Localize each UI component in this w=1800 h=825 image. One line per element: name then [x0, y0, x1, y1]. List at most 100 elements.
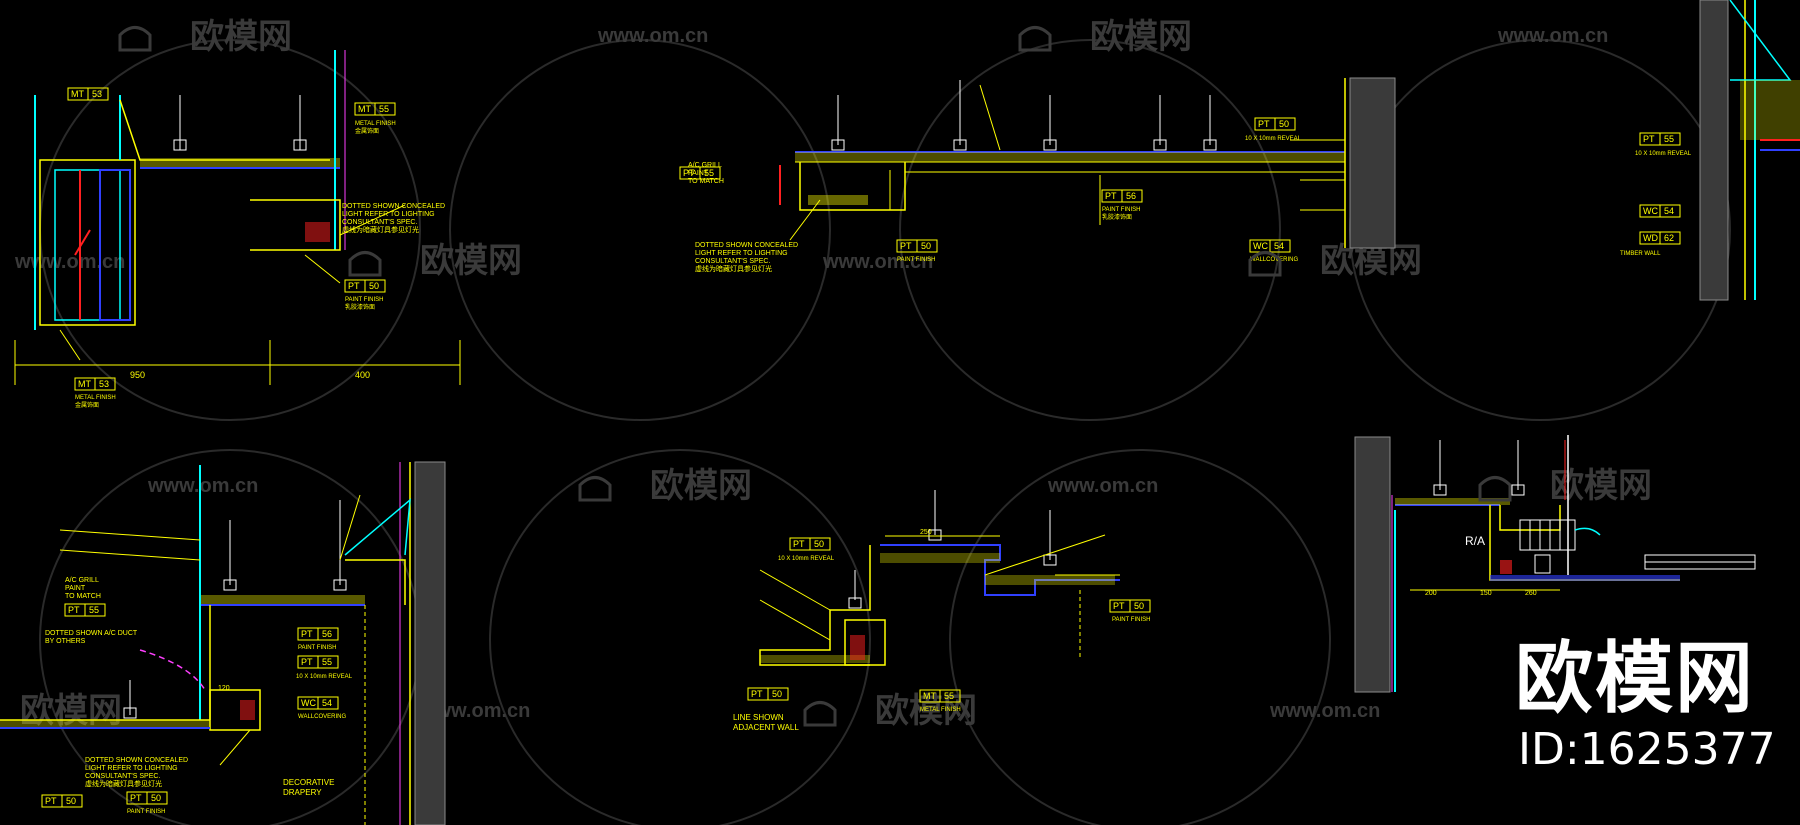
- svg-text:50: 50: [151, 793, 161, 803]
- svg-text:A/C GRILL: A/C GRILL: [65, 577, 99, 584]
- svg-text:PAINT FINISH: PAINT FINISH: [345, 297, 383, 303]
- svg-text:62: 62: [1664, 233, 1674, 243]
- svg-text:TO MATCH: TO MATCH: [65, 593, 101, 600]
- svg-text:55: 55: [379, 104, 389, 114]
- svg-text:乳胶漆饰面: 乳胶漆饰面: [345, 303, 375, 311]
- tag-pt50-low: PT 50 PAINT FINISH: [896, 239, 938, 263]
- wm-site: www.om.cn: [1269, 700, 1380, 722]
- svg-text:WC: WC: [1643, 206, 1658, 216]
- wm-site: www.om.cn: [597, 25, 708, 47]
- watermark-text-layer: 欧模网 欧模网 欧模网 欧模网 欧模网 欧模网 欧模网 欧模网: [20, 18, 1652, 730]
- detail-bottom-left: 120 A/C GRILL PAINT TO MATCH PT 55 DOTTE…: [0, 461, 446, 825]
- svg-text:55: 55: [89, 605, 99, 615]
- svg-text:PT: PT: [1258, 119, 1270, 129]
- tag-mt55-bm: MT 55 METAL FINISH: [919, 689, 961, 713]
- tag-wc54-bl: WC 54 WALLCOVERING: [297, 696, 346, 720]
- wm-site: www.om.cn: [1047, 475, 1158, 497]
- svg-text:虚线为暗藏灯具参见灯光: 虚线为暗藏灯具参见灯光: [342, 225, 419, 234]
- svg-text:50: 50: [369, 281, 379, 291]
- svg-text:10 X 10mm REVEAL: 10 X 10mm REVEAL: [1635, 151, 1692, 157]
- svg-text:DOTTED SHOWN CONCEALED: DOTTED SHOWN CONCEALED: [695, 242, 798, 249]
- wm-brand: 欧模网: [650, 467, 752, 505]
- svg-text:BY OTHERS: BY OTHERS: [45, 638, 86, 645]
- label-ra: R/A: [1465, 534, 1485, 548]
- svg-text:MT: MT: [923, 691, 936, 701]
- svg-text:TO MATCH: TO MATCH: [688, 178, 724, 185]
- svg-text:PAINT FINISH: PAINT FINISH: [298, 645, 336, 651]
- wm-site: www.om.cn: [822, 251, 933, 273]
- svg-text:PAINT FINISH: PAINT FINISH: [127, 809, 165, 815]
- svg-text:54: 54: [1664, 206, 1674, 216]
- svg-text:WALLCOVERING: WALLCOVERING: [298, 714, 346, 720]
- svg-text:LIGHT REFER TO LIGHTING: LIGHT REFER TO LIGHTING: [695, 250, 788, 257]
- svg-text:PT: PT: [130, 793, 142, 803]
- svg-text:虚线为暗藏灯具参见灯光: 虚线为暗藏灯具参见灯光: [695, 264, 772, 273]
- watermark-id: ID:1625377: [1518, 724, 1776, 775]
- svg-text:LIGHT REFER TO LIGHTING: LIGHT REFER TO LIGHTING: [342, 211, 435, 218]
- svg-text:METAL FINISH: METAL FINISH: [920, 707, 961, 713]
- svg-text:MT: MT: [358, 104, 371, 114]
- svg-text:55: 55: [322, 657, 332, 667]
- svg-text:金属饰面: 金属饰面: [355, 127, 379, 135]
- tag-pt50-bm2: PT 50 PAINT FINISH: [1109, 599, 1151, 623]
- svg-text:PT: PT: [1643, 134, 1655, 144]
- svg-text:WD: WD: [1643, 233, 1658, 243]
- svg-text:PT: PT: [793, 539, 805, 549]
- svg-text:55: 55: [704, 168, 714, 178]
- wm-brand: 欧模网: [1550, 467, 1652, 505]
- svg-text:PT: PT: [900, 241, 912, 251]
- dim-250: 250: [920, 529, 932, 536]
- wm-brand: 欧模网: [190, 18, 292, 56]
- svg-text:CONSULTANT'S SPEC.: CONSULTANT'S SPEC.: [85, 773, 160, 780]
- watermark-brand: 欧模网: [1515, 634, 1756, 724]
- svg-text:10 X 10mm REVEAL: 10 X 10mm REVEAL: [1245, 136, 1302, 142]
- svg-text:虚线为暗藏灯具参见灯光: 虚线为暗藏灯具参见灯光: [85, 779, 162, 788]
- svg-text:54: 54: [1274, 241, 1284, 251]
- svg-text:50: 50: [1134, 601, 1144, 611]
- svg-text:WC: WC: [301, 698, 316, 708]
- wm-brand: 欧模网: [20, 692, 122, 730]
- watermark-site-layer: www.om.cn www.om.cn www.om.cn www.om.cn …: [14, 25, 1608, 722]
- tag-pt55-ac: PT 55: [679, 166, 721, 180]
- note-dotted-light-2: DOTTED SHOWN CONCEALED LIGHT REFER TO LI…: [695, 242, 798, 273]
- svg-text:PAINT FINISH: PAINT FINISH: [1102, 207, 1140, 213]
- tag-pt50-mid: PT 50 PAINT FINISH 乳胶漆饰面: [344, 279, 386, 311]
- wm-site: www.om.cn: [147, 475, 258, 497]
- svg-text:DECORATIVE: DECORATIVE: [283, 778, 334, 787]
- svg-text:PT: PT: [301, 657, 313, 667]
- svg-text:54: 54: [322, 698, 332, 708]
- note-dotted-light-3: DOTTED SHOWN CONCEALED LIGHT REFER TO LI…: [85, 757, 188, 788]
- svg-text:金属饰面: 金属饰面: [75, 401, 99, 409]
- tag-pt50-bl: PT 50: [41, 794, 83, 808]
- svg-text:50: 50: [772, 689, 782, 699]
- svg-text:DOTTED SHOWN CONCEALED: DOTTED SHOWN CONCEALED: [85, 757, 188, 764]
- svg-text:CONSULTANT'S SPEC.: CONSULTANT'S SPEC.: [695, 258, 770, 265]
- svg-text:METAL FINISH: METAL FINISH: [75, 395, 116, 401]
- tag-pt50-bm3: PT 50: [747, 687, 789, 701]
- detail-top-left: 950 400 MT 53 MT 55 METAL FINISH 金属饰面 DO…: [14, 50, 461, 409]
- svg-text:TIMBER WALL: TIMBER WALL: [1620, 251, 1661, 257]
- svg-text:55: 55: [1664, 134, 1674, 144]
- dim-260: 260: [1525, 590, 1537, 597]
- svg-text:PT: PT: [1113, 601, 1125, 611]
- tag-pt55-right: PT 55 10 X 10mm REVEAL: [1635, 132, 1692, 157]
- tag-wc54-top: WC 54 WALLCOVERING: [1249, 239, 1298, 263]
- svg-text:PT: PT: [751, 689, 763, 699]
- dim-200: 200: [1425, 590, 1437, 597]
- tag-mt53-bottom: MT 53 METAL FINISH 金属饰面: [74, 377, 116, 409]
- tag-wc54-right: WC 54: [1639, 204, 1681, 218]
- wm-brand: 欧模网: [420, 242, 522, 280]
- svg-text:PT: PT: [348, 281, 360, 291]
- svg-text:55: 55: [944, 691, 954, 701]
- tag-pt56-top: PT 56 PAINT FINISH 乳胶漆饰面: [1101, 189, 1143, 221]
- svg-text:PT: PT: [45, 796, 57, 806]
- svg-text:PAINT: PAINT: [65, 585, 86, 592]
- note-decorative: DECORATIVE DRAPERY: [283, 778, 334, 797]
- note-dotted-ac: DOTTED SHOWN A/C DUCT BY OTHERS: [45, 630, 138, 645]
- tag-pt55-bl2: PT 55 10 X 10mm REVEAL: [296, 655, 353, 680]
- tag-pt56-bl: PT 56 PAINT FINISH: [297, 627, 339, 651]
- svg-text:DOTTED SHOWN A/C DUCT: DOTTED SHOWN A/C DUCT: [45, 630, 138, 637]
- wm-site: www.om.cn: [419, 700, 530, 722]
- tag-mt55-top: MT 55 METAL FINISH 金属饰面: [354, 102, 396, 135]
- svg-text:50: 50: [1279, 119, 1289, 129]
